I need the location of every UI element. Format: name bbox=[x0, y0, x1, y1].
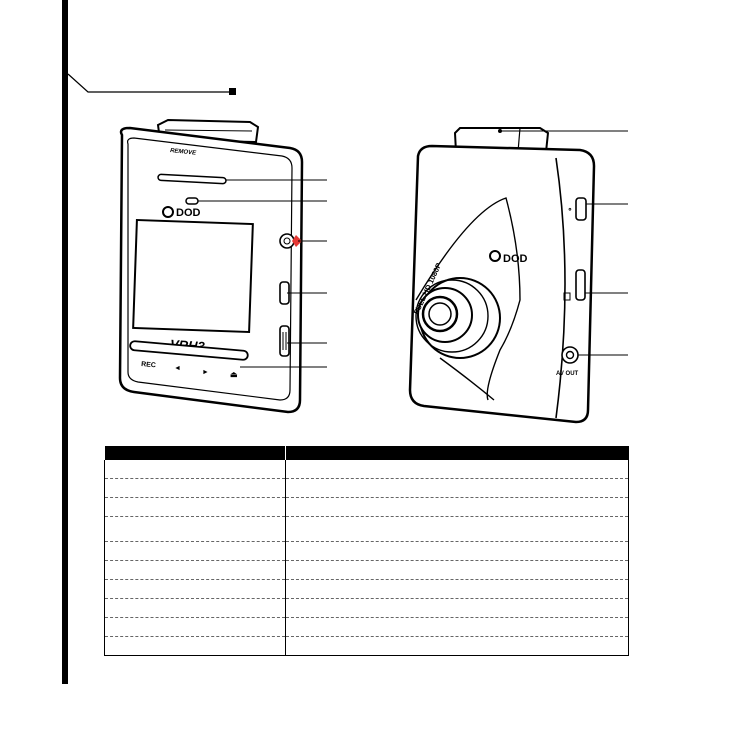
table-cell bbox=[104, 579, 286, 599]
dod-logo-front: DOD bbox=[162, 206, 201, 219]
remove-label: REMOVE bbox=[170, 148, 197, 157]
table-row bbox=[104, 636, 629, 656]
sd-card-slot[interactable] bbox=[575, 269, 586, 301]
table-cell bbox=[285, 636, 629, 656]
table-row bbox=[104, 560, 629, 580]
button-bar bbox=[129, 340, 249, 361]
table-cell bbox=[104, 617, 286, 637]
table-row bbox=[104, 478, 629, 498]
table-cell bbox=[285, 617, 629, 637]
dod-logo-text-front: DOD bbox=[176, 207, 201, 219]
table-cell bbox=[285, 497, 629, 517]
dod-logo-text-back: DOD bbox=[503, 253, 528, 265]
table-header-col2 bbox=[285, 446, 629, 460]
page-spine-bar bbox=[62, 0, 68, 684]
table-row bbox=[104, 598, 629, 618]
table-row bbox=[104, 516, 629, 542]
table-row bbox=[104, 541, 629, 561]
table-row bbox=[104, 460, 629, 479]
av-out-jack[interactable] bbox=[561, 346, 579, 364]
table-header-row bbox=[104, 446, 629, 460]
right-arrow-button[interactable]: ► bbox=[202, 369, 209, 376]
left-arrow-button[interactable]: ◄ bbox=[174, 365, 181, 372]
table-header-col1 bbox=[104, 446, 286, 460]
dod-logo-back: DOD bbox=[489, 250, 528, 265]
table-cell bbox=[104, 478, 286, 498]
table-cell bbox=[104, 636, 286, 656]
table-row bbox=[104, 497, 629, 517]
speaker-slot bbox=[157, 173, 227, 185]
front-callout-lines bbox=[198, 179, 327, 368]
table-cell bbox=[104, 497, 286, 517]
table-cell bbox=[104, 541, 286, 561]
table-cell bbox=[285, 560, 629, 580]
table-cell bbox=[285, 460, 629, 479]
table-cell bbox=[104, 516, 286, 542]
table-cell bbox=[104, 598, 286, 618]
table-cell bbox=[285, 516, 629, 542]
table-cell bbox=[285, 579, 629, 599]
rec-button[interactable]: REC bbox=[141, 361, 156, 369]
indicator-light bbox=[185, 197, 199, 205]
table-row bbox=[104, 617, 629, 637]
back-view: FULL HD 1080P DOD ⚬ AV OUT bbox=[408, 127, 628, 424]
eject-button[interactable]: ⏏ bbox=[230, 370, 238, 379]
section-leader-line bbox=[67, 73, 236, 95]
sd-card-icon bbox=[563, 292, 571, 301]
table-cell bbox=[285, 478, 629, 498]
back-callout-lines bbox=[500, 130, 628, 356]
table-cell bbox=[285, 598, 629, 618]
spec-table bbox=[104, 446, 629, 656]
power-button[interactable] bbox=[279, 233, 295, 249]
av-out-label: AV OUT bbox=[556, 371, 579, 377]
table-cell bbox=[285, 541, 629, 561]
lcd-screen bbox=[132, 218, 254, 334]
back-switch-icon: ⚬ bbox=[567, 207, 573, 214]
camera-lens bbox=[415, 277, 501, 359]
back-switch[interactable] bbox=[575, 197, 587, 221]
table-row bbox=[104, 579, 629, 599]
front-view: REMOVE DOD VRH3 REC ◄ ► ⏏ bbox=[118, 118, 327, 414]
table-cell bbox=[104, 460, 286, 479]
table-cell bbox=[104, 560, 286, 580]
power-indicator-icon bbox=[292, 235, 302, 247]
dashcam-diagram: REMOVE DOD VRH3 REC ◄ ► ⏏ bbox=[118, 118, 628, 424]
side-slot-lower bbox=[279, 325, 290, 357]
